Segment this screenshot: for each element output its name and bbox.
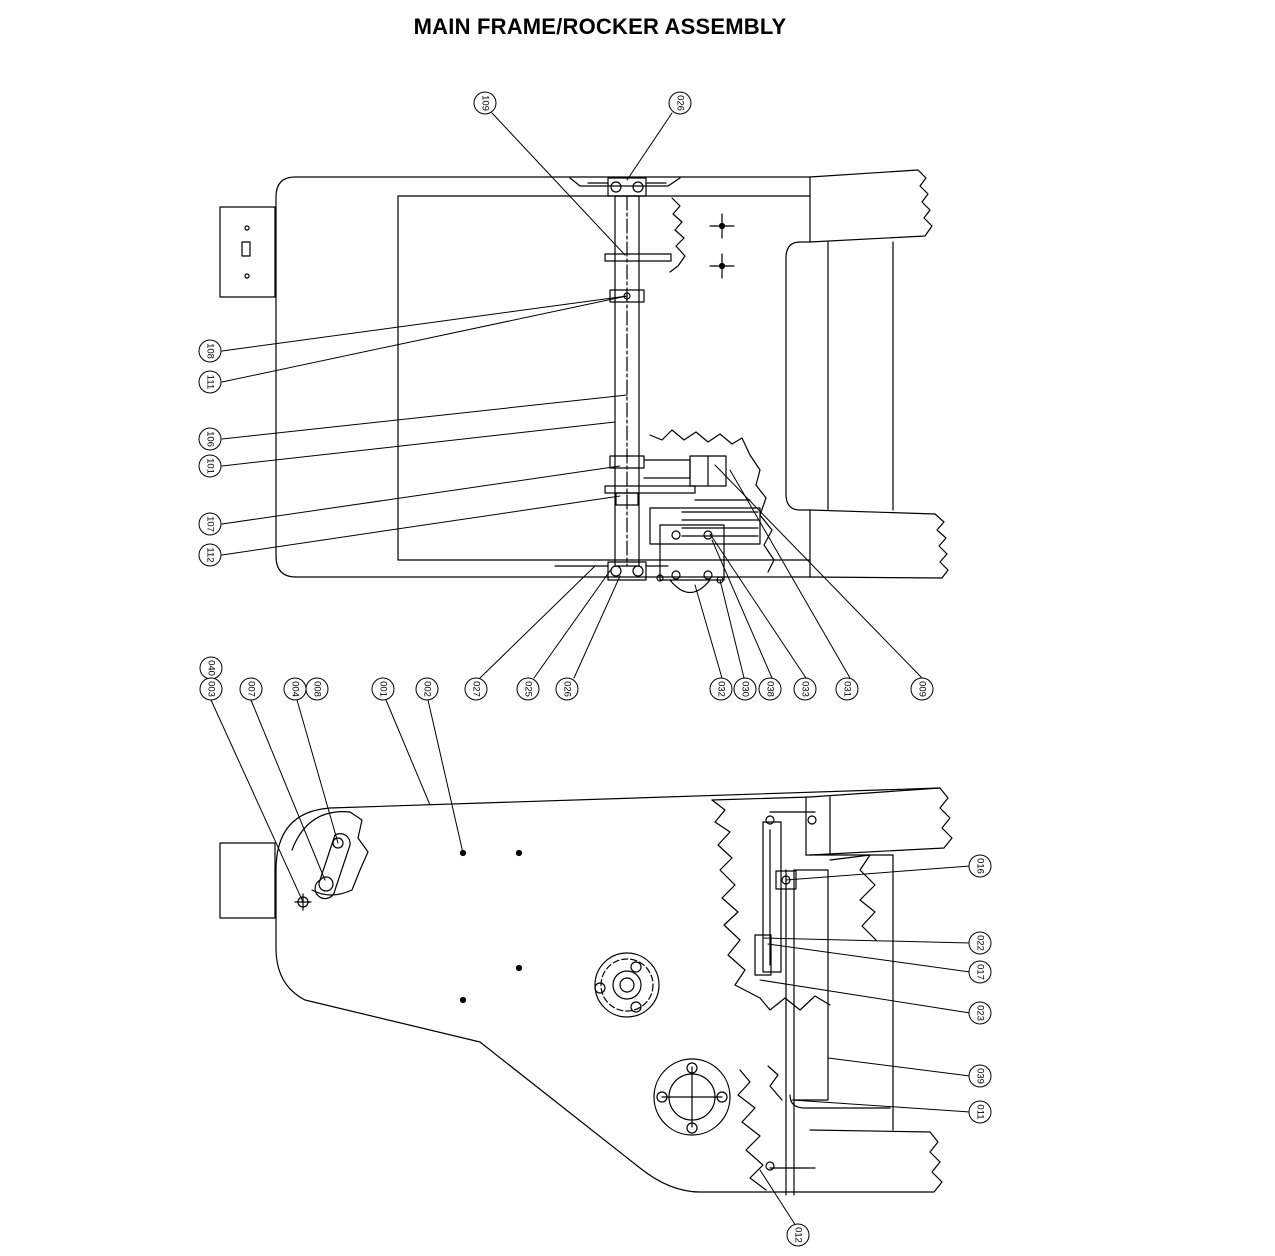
svg-text:038: 038 <box>765 681 776 697</box>
callout-009: 009 <box>911 678 933 700</box>
callout-011: 011 <box>969 1101 991 1123</box>
svg-text:033: 033 <box>800 681 811 697</box>
callout-025: 025 <box>517 678 539 700</box>
callout-040: 040 <box>200 657 222 679</box>
svg-text:040: 040 <box>206 660 217 676</box>
svg-text:108: 108 <box>205 343 216 359</box>
svg-text:012: 012 <box>793 1227 804 1243</box>
svg-text:002: 002 <box>422 681 433 697</box>
callout-038: 038 <box>759 678 781 700</box>
svg-text:001: 001 <box>378 681 389 697</box>
callout-030: 030 <box>734 678 756 700</box>
callout-111: 111 <box>199 371 221 393</box>
top-view <box>220 170 948 593</box>
callout-008: 008 <box>306 678 328 700</box>
callout-002: 002 <box>416 678 438 700</box>
callout-106: 106 <box>199 428 221 450</box>
callouts-bottom: 040 003 007 004 008 001 002 016 022 017 … <box>200 657 991 1246</box>
svg-text:109: 109 <box>480 95 491 111</box>
svg-text:112: 112 <box>205 547 216 562</box>
guard-plate <box>763 822 781 972</box>
svg-text:030: 030 <box>740 681 751 697</box>
side-view <box>220 788 952 1195</box>
svg-text:111: 111 <box>205 375 216 389</box>
callout-109: 109 <box>474 92 496 114</box>
svg-text:031: 031 <box>842 681 853 697</box>
callout-112: 112 <box>199 544 221 566</box>
callout-007: 007 <box>240 678 262 700</box>
svg-text:107: 107 <box>205 516 216 532</box>
svg-text:026: 026 <box>562 681 573 697</box>
target-marks <box>710 214 734 278</box>
motor-block <box>220 843 275 918</box>
callout-004: 004 <box>284 678 306 700</box>
switch-box <box>220 207 275 297</box>
callout-026: 026 <box>556 678 578 700</box>
callout-003: 003 <box>200 678 222 700</box>
svg-text:039: 039 <box>975 1068 986 1084</box>
svg-text:026: 026 <box>675 95 686 111</box>
svg-text:032: 032 <box>716 681 727 697</box>
callout-101: 101 <box>199 455 221 477</box>
callout-027: 027 <box>465 678 487 700</box>
rocker-shaft <box>615 196 639 566</box>
callout-012: 012 <box>787 1224 809 1246</box>
belt-guard <box>786 242 810 510</box>
rocker-link <box>315 834 350 899</box>
callout-023: 023 <box>969 1002 991 1024</box>
callout-001: 001 <box>372 678 394 700</box>
svg-text:011: 011 <box>975 1104 986 1119</box>
callout-017: 017 <box>969 961 991 983</box>
svg-text:009: 009 <box>917 681 928 697</box>
callout-033: 033 <box>794 678 816 700</box>
callout-016: 016 <box>969 855 991 877</box>
leader-lines <box>211 113 970 1226</box>
svg-text:004: 004 <box>290 681 301 697</box>
callout-031: 031 <box>836 678 858 700</box>
callouts-top: 109 026 108 111 106 101 107 112 027 025 … <box>199 92 933 700</box>
svg-text:008: 008 <box>312 681 323 697</box>
callout-022: 022 <box>969 932 991 954</box>
callout-026: 026 <box>669 92 691 114</box>
pulley <box>650 508 760 544</box>
svg-text:101: 101 <box>205 458 216 474</box>
svg-text:022: 022 <box>975 935 986 951</box>
page-title: MAIN FRAME/ROCKER ASSEMBLY <box>413 14 787 39</box>
svg-text:023: 023 <box>975 1005 986 1021</box>
svg-text:003: 003 <box>206 681 217 697</box>
upper-flange-bearing <box>595 953 659 1017</box>
frame-outline <box>276 177 810 577</box>
svg-text:017: 017 <box>975 964 986 980</box>
svg-text:025: 025 <box>523 681 534 697</box>
callout-039: 039 <box>969 1065 991 1087</box>
svg-text:106: 106 <box>205 431 216 447</box>
svg-text:007: 007 <box>246 681 257 697</box>
callout-108: 108 <box>199 340 221 362</box>
side-frame-outline <box>276 788 940 1192</box>
callout-107: 107 <box>199 513 221 535</box>
callout-032: 032 <box>710 678 732 700</box>
svg-text:027: 027 <box>471 681 482 697</box>
lower-flange-bearing <box>654 1059 730 1135</box>
svg-text:016: 016 <box>975 858 986 874</box>
